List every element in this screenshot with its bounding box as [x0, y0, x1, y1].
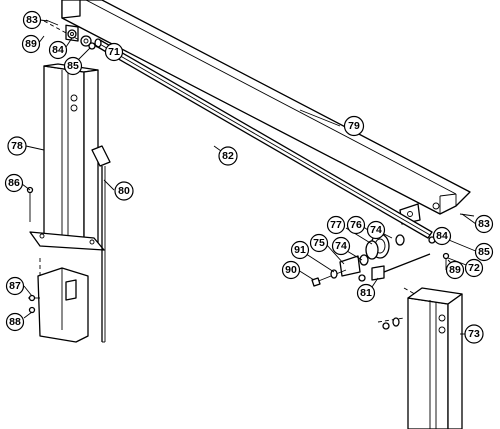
callout-label: 78 — [11, 140, 23, 152]
callout-90: 90 — [281, 260, 301, 280]
left-upper-post — [29, 63, 105, 251]
callout-label: 83 — [26, 14, 38, 26]
callout-label: 75 — [313, 237, 325, 249]
callout-89-top-left: 89 — [21, 34, 41, 54]
callout-label: 85 — [478, 246, 490, 258]
callout-label: 89 — [25, 38, 37, 50]
callout-label: 85 — [67, 60, 79, 72]
callout-label: 81 — [360, 287, 372, 299]
callout-76: 76 — [346, 215, 366, 235]
pin-86 — [26, 186, 34, 222]
callout-78: 78 — [7, 136, 27, 156]
callout-label: 89 — [449, 264, 461, 276]
callout-label: 74 — [370, 224, 382, 236]
callout-label: 74 — [335, 240, 347, 252]
callout-85-right: 85 — [474, 242, 494, 262]
cross-rod — [94, 38, 433, 239]
callout-label: 87 — [9, 280, 21, 292]
callout-label: 84 — [436, 230, 448, 242]
callout-label: 79 — [348, 120, 360, 132]
callout-91: 91 — [290, 240, 310, 260]
callout-label: 80 — [118, 185, 130, 197]
callout-80: 80 — [114, 181, 134, 201]
callout-label: 91 — [294, 244, 306, 256]
callout-87: 87 — [5, 276, 25, 296]
callout-81: 81 — [356, 283, 376, 303]
callout-label: 73 — [468, 328, 480, 340]
callout-84-right: 84 — [432, 226, 452, 246]
callout-86: 86 — [4, 173, 24, 193]
callout-82: 82 — [218, 146, 238, 166]
left-upper-hardware — [43, 19, 96, 50]
callout-77: 77 — [326, 215, 346, 235]
left-lower-bracket — [28, 256, 89, 343]
callout-89-right: 89 — [445, 260, 465, 280]
callout-label: 77 — [330, 219, 342, 231]
callout-88: 88 — [5, 312, 25, 332]
callout-label: 83 — [478, 218, 490, 230]
callout-71: 71 — [104, 42, 124, 62]
callout-84-top-left: 84 — [48, 40, 68, 60]
callout-74-lower: 74 — [331, 236, 351, 256]
callout-label: 84 — [52, 44, 64, 56]
callout-85-top-left: 85 — [63, 56, 83, 76]
callout-74-upper: 74 — [366, 220, 386, 240]
callout-label: 72 — [468, 262, 480, 274]
leader-lines — [21, 19, 479, 335]
callout-label: 76 — [350, 219, 362, 231]
callout-73: 73 — [464, 324, 484, 344]
callout-75: 75 — [309, 233, 329, 253]
callout-83-right: 83 — [474, 214, 494, 234]
handle-rod — [91, 145, 111, 343]
callout-83-top-left: 83 — [22, 10, 42, 30]
right-post — [407, 287, 463, 429]
callout-79: 79 — [343, 115, 365, 137]
callout-label: 71 — [108, 46, 120, 58]
callout-72: 72 — [464, 258, 484, 278]
callout-label: 86 — [8, 177, 20, 189]
callout-label: 88 — [9, 316, 21, 328]
callout-label: 82 — [222, 150, 234, 162]
callout-label: 90 — [285, 264, 297, 276]
